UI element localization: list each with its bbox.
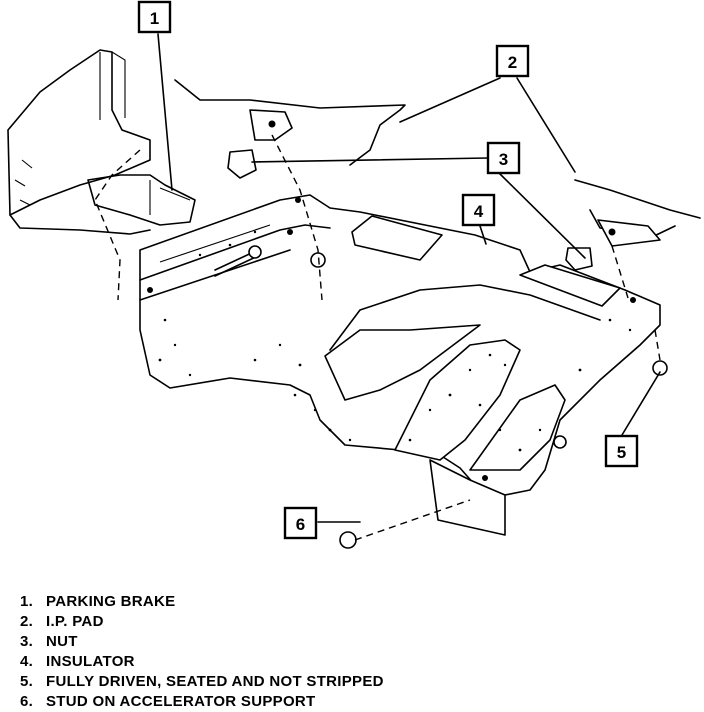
callout-3: 3 — [486, 141, 521, 175]
legend-item: 1. PARKING BRAKE — [20, 592, 384, 612]
callout-5: 5 — [604, 434, 639, 468]
callout-4-label: 4 — [474, 202, 484, 221]
insulator-part — [139, 194, 661, 536]
callout-1: 1 — [137, 0, 172, 34]
legend-number: 5. — [20, 673, 34, 690]
callout-2-label: 2 — [508, 53, 517, 72]
legend-item: 3. NUT — [20, 632, 384, 652]
callout-3-label: 3 — [499, 150, 508, 169]
callout-1-label: 1 — [150, 9, 159, 28]
legend-number: 2. — [20, 613, 34, 630]
legend-text: STUD ON ACCELERATOR SUPPORT — [46, 693, 316, 710]
legend-text: PARKING BRAKE — [46, 593, 176, 610]
insulator-installation-diagram: 1 2 3 4 5 6 — [7, 0, 701, 549]
ip-pad-outline — [174, 79, 701, 247]
legend-item: 4. INSULATOR — [20, 652, 384, 672]
callout-6-label: 6 — [296, 515, 305, 534]
parking-brake-assembly — [7, 49, 196, 301]
legend-text: INSULATOR — [46, 653, 135, 670]
callout-2: 2 — [495, 44, 530, 78]
legend-item: 2. I.P. PAD — [20, 612, 384, 632]
parts-legend: 1. PARKING BRAKE 2. I.P. PAD 3. NUT 4. INSUL… — [20, 592, 384, 712]
callout-4: 4 — [461, 193, 496, 227]
legend-number: 3. — [20, 633, 34, 650]
legend-text: NUT — [46, 633, 78, 650]
legend-number: 4. — [20, 653, 34, 670]
legend-item: 6. STUD ON ACCELERATOR SUPPORT — [20, 692, 384, 712]
legend-number: 6. — [20, 693, 34, 710]
legend-number: 1. — [20, 593, 34, 610]
legend-text: I.P. PAD — [46, 613, 104, 630]
alignment-lines — [271, 134, 661, 541]
callout-5-label: 5 — [617, 443, 626, 462]
leader-lines — [157, 33, 661, 523]
legend-item: 5. FULLY DRIVEN, SEATED AND NOT STRIPPED — [20, 672, 384, 692]
legend-text: FULLY DRIVEN, SEATED AND NOT STRIPPED — [46, 673, 384, 690]
callout-6: 6 — [283, 506, 318, 540]
